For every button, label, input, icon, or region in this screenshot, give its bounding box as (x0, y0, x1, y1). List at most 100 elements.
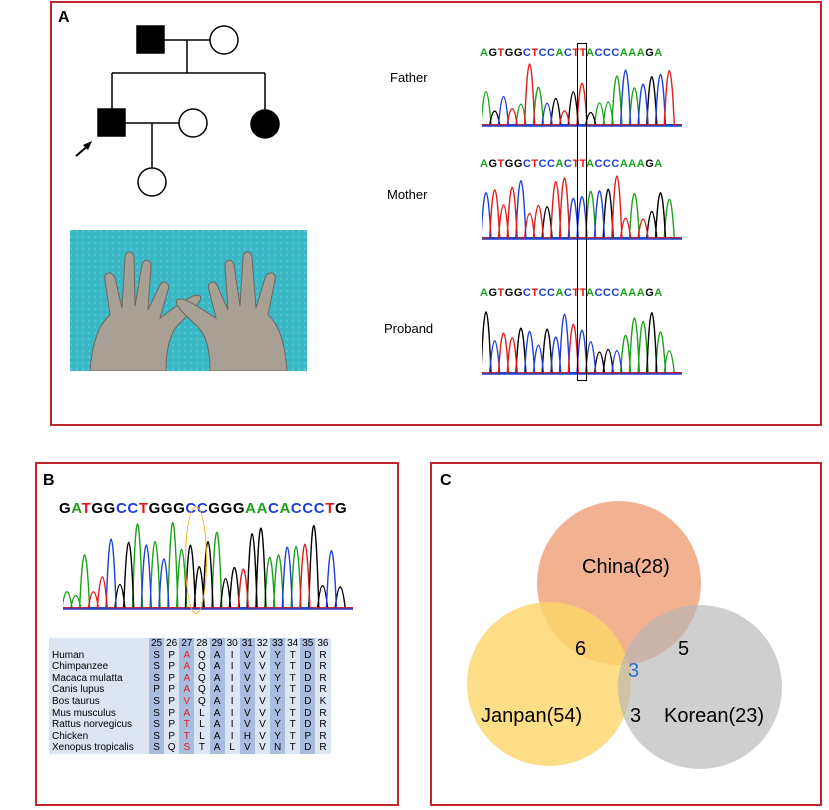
alignment-residue: A (179, 707, 195, 720)
base-letter: A (636, 158, 646, 170)
alignment-species: Chicken (49, 730, 149, 743)
base-letter: G (334, 500, 348, 517)
base-letter: A (619, 287, 629, 299)
base-letter: C (522, 287, 532, 299)
alignment-residue: V (239, 707, 255, 720)
base-letter: T (579, 158, 587, 170)
base-letter: T (531, 158, 539, 170)
sample-label-father: Father (390, 70, 428, 85)
alignment-residue: V (254, 707, 270, 720)
alignment-residue: D (300, 649, 316, 662)
venn-count-china-korea: 5 (678, 638, 690, 660)
base-letter: T (531, 47, 539, 59)
base-letter: G (504, 287, 514, 299)
alignment-residue: I (224, 672, 240, 685)
base-letter: C (313, 500, 326, 517)
venn-count-japan-korea: 3 (630, 705, 642, 727)
panel-c: C China(28) Janpan(54) Korean(23) 6 5 3 … (430, 462, 822, 806)
alignment-residue: S (149, 730, 165, 743)
alignment-residue: D (300, 707, 316, 720)
base-letter: A (628, 47, 637, 59)
alignment-residue: H (239, 730, 255, 743)
base-letter: A (636, 287, 646, 299)
alignment-residue: T (285, 730, 301, 743)
alignment-residue: V (239, 742, 255, 754)
alignment-residue: P (164, 719, 180, 731)
base-letter: G (513, 158, 523, 170)
chromatogram-b (63, 521, 353, 610)
base-letter: A (71, 500, 82, 517)
alignment-position: 27 (179, 638, 195, 650)
base-letter: C (594, 47, 603, 59)
alignment-residue: Q (194, 672, 210, 685)
venn-circle-japan (467, 602, 631, 766)
pedigree-spouse (178, 108, 208, 138)
base-letter: A (245, 500, 257, 517)
chromatogram-father (482, 63, 682, 127)
alignment-residue: Y (270, 661, 286, 673)
base-letter: C (602, 287, 612, 299)
base-letter: T (572, 287, 580, 299)
alignment-residue: V (254, 684, 270, 696)
alignment-residue: R (315, 684, 331, 696)
base-letter: G (513, 47, 523, 59)
chromatogram-trace (63, 521, 353, 609)
base-letter: G (173, 500, 186, 517)
sample-label-mother: Mother (387, 187, 428, 202)
venn-circle-korea (618, 605, 782, 769)
alignment-residue: Q (194, 661, 210, 673)
base-letter: C (602, 158, 612, 170)
alignment-residue: S (149, 695, 165, 708)
alignment-species: Chimpanzee (49, 661, 149, 673)
alignment-species: Mus musculus (49, 707, 149, 720)
alignment-residue: Q (194, 649, 210, 662)
base-letter: T (531, 287, 539, 299)
alignment-residue: Y (270, 707, 286, 720)
alignment-residue: T (179, 719, 195, 731)
base-letter: T (497, 287, 505, 299)
base-letter: T (572, 158, 580, 170)
alignment-residue: L (194, 719, 210, 731)
alignment-residue: Y (270, 672, 286, 685)
base-letter: C (196, 500, 209, 517)
alignment-residue: A (179, 684, 195, 696)
sequence-father: AGTGGCTCCACTTACCCAAAGA (480, 47, 663, 59)
chromatogram-trace (482, 190, 682, 239)
alignment-residue: V (254, 672, 270, 685)
chromatogram-trace (63, 538, 353, 609)
alignment-residue: D (300, 695, 316, 708)
base-letter: A (555, 287, 564, 299)
base-letter: C (611, 47, 620, 59)
pedigree-chart (75, 25, 280, 197)
base-letter: G (645, 47, 655, 59)
alignment-residue: P (164, 649, 180, 662)
base-letter: C (268, 500, 280, 517)
alignment-residue: Q (194, 695, 210, 708)
alignment-residue: R (315, 719, 331, 731)
venn-count-china-japan: 6 (575, 638, 587, 660)
alignment-species: Macaca mulatta (49, 672, 149, 685)
alignment-residue: A (179, 672, 195, 685)
base-letter: A (256, 500, 269, 517)
base-letter: T (579, 287, 587, 299)
alignment-residue: V (239, 661, 255, 673)
alignment-residue: R (315, 649, 331, 662)
alignment-residue: T (285, 672, 301, 685)
alignment-residue: P (164, 661, 180, 673)
alignment-residue: Y (270, 695, 286, 708)
alignment-residue: P (164, 672, 180, 685)
base-letter: A (636, 47, 646, 59)
chromatogram-proband (482, 311, 682, 375)
base-letter: G (488, 158, 498, 170)
alignment-residue: A (209, 695, 225, 708)
alignment-position: 30 (224, 638, 240, 650)
base-letter: G (220, 500, 233, 517)
alignment-residue: I (224, 719, 240, 731)
sample-label-proband: Proband (384, 321, 434, 336)
alignment-residue: S (149, 719, 165, 731)
alignment-residue: D (300, 672, 316, 685)
alignment-residue: T (285, 707, 301, 720)
base-letter: C (522, 158, 532, 170)
